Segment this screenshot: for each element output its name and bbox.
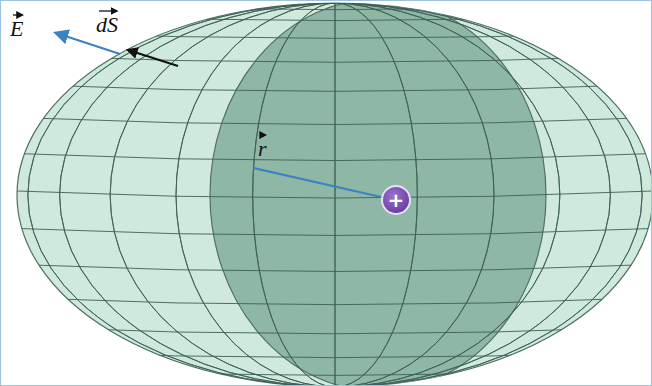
grid-lines bbox=[17, 3, 652, 386]
vector-accent bbox=[13, 14, 22, 15]
cut-face bbox=[210, 0, 546, 386]
radius-label: r bbox=[258, 138, 267, 160]
point-charge: + bbox=[381, 185, 411, 215]
vector-accent bbox=[261, 134, 266, 135]
field-label: E bbox=[10, 18, 23, 40]
charge-sign: + bbox=[388, 190, 405, 210]
vector-accent bbox=[99, 10, 117, 11]
field-vector bbox=[56, 33, 120, 54]
vector-accents bbox=[13, 11, 266, 135]
radius-vector bbox=[253, 168, 381, 197]
area-vector bbox=[128, 50, 178, 66]
area-label: dS bbox=[96, 14, 118, 36]
